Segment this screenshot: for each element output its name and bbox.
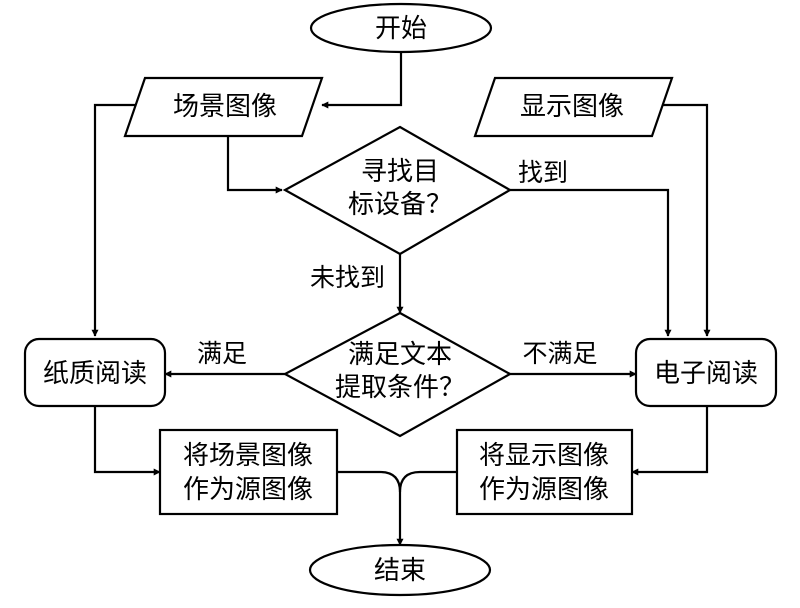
- find-device-line1: 寻找目: [361, 157, 439, 187]
- electronic-reading-label: 电子阅读: [654, 359, 758, 389]
- end-node: 结束: [308, 543, 492, 597]
- edge-displaysource-to-merge: [398, 470, 457, 493]
- paper-reading-node: 纸质阅读: [23, 337, 167, 408]
- scene-as-source-line1: 将场景图像: [183, 441, 313, 471]
- edge-paper-to-scenesource: [93, 406, 161, 476]
- edge-label-found: 找到: [518, 158, 568, 187]
- display-image-label: 显示图像: [520, 92, 624, 122]
- edge-display-to-electronic: [650, 103, 711, 337]
- scene-image-label: 场景图像: [173, 92, 277, 122]
- display-as-source-line1: 将显示图像: [479, 441, 609, 471]
- edge-start-to-scene: [321, 52, 403, 109]
- edge-scenesource-to-merge: [337, 470, 402, 493]
- text-condition-decision: 满足文本 提取条件？: [282, 311, 513, 438]
- find-device-decision: 寻找目 标设备？: [282, 125, 513, 256]
- electronic-reading-node: 电子阅读: [634, 337, 778, 408]
- scene-as-source-node: 将场景图像 作为源图像: [158, 428, 339, 516]
- scene-image-node: 场景图像: [123, 76, 324, 138]
- display-as-source-line2: 作为源图像: [479, 475, 609, 505]
- display-as-source-node: 将显示图像 作为源图像: [455, 428, 634, 516]
- edge-scene-to-paper: [91, 103, 145, 337]
- edge-scene-to-find: [226, 136, 283, 194]
- edge-label-not-satisfied: 不满足: [522, 339, 597, 368]
- display-image-node: 显示图像: [473, 76, 674, 138]
- start-label: 开始: [375, 14, 427, 44]
- scene-as-source-line2: 作为源图像: [183, 475, 313, 505]
- find-device-line2: 标设备？: [348, 190, 452, 220]
- edge-found-to-electronic: [510, 188, 672, 337]
- paper-reading-label: 纸质阅读: [43, 359, 147, 389]
- edge-electronic-to-displaysource: [631, 406, 709, 476]
- start-node: 开始: [309, 2, 493, 54]
- edge-label-satisfied: 满足: [197, 339, 247, 368]
- end-label: 结束: [374, 556, 426, 586]
- text-condition-line1: 满足文本: [348, 340, 452, 370]
- text-condition-line2: 提取条件？: [335, 373, 465, 403]
- edge-label-not-found: 未找到: [310, 263, 385, 292]
